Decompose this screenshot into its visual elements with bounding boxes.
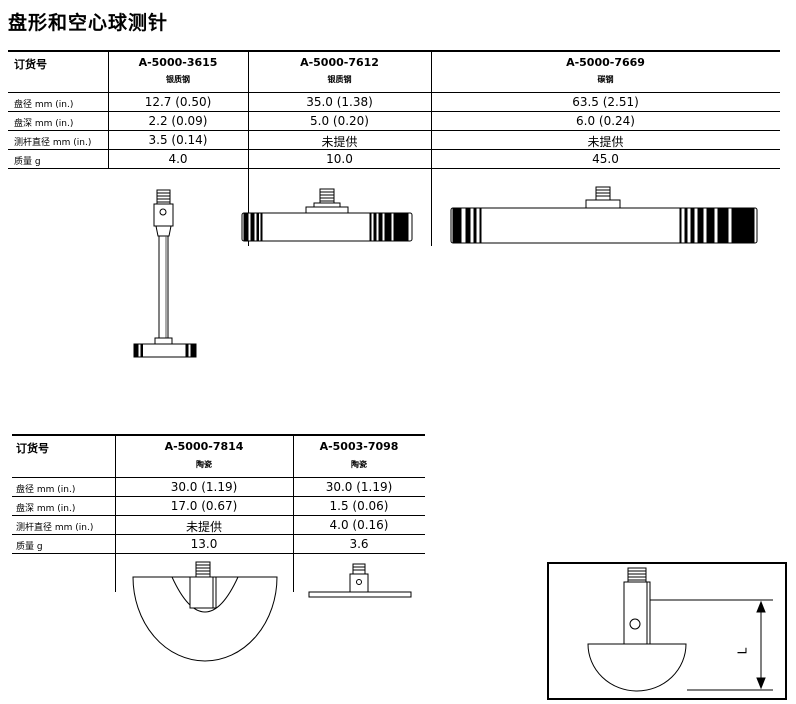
row-rule: [8, 149, 780, 150]
table-cell: 3.6: [349, 537, 369, 551]
product-code: A-5000-7669: [566, 56, 645, 69]
col-divider: [115, 436, 116, 592]
row-label: 盘深 mm (in.): [14, 119, 74, 129]
table-cell: 未提供: [587, 135, 624, 149]
row-rule: [8, 168, 780, 169]
row-rule: [8, 130, 780, 131]
dimension-label-L: L: [735, 647, 750, 655]
stylus-disc-medium-drawing: [241, 188, 413, 242]
table-cell: 3.5 (0.14): [148, 133, 208, 147]
col-divider: [293, 436, 294, 592]
stylus-disc-large-drawing: [450, 186, 758, 244]
table-cell: 10.0: [326, 152, 353, 166]
table-cell: 12.7 (0.50): [144, 95, 212, 109]
row-rule: [12, 553, 425, 554]
stylus-hollow-ball-drawing: [132, 561, 278, 662]
table-cell: 4.0: [168, 152, 188, 166]
table-cell: 63.5 (2.51): [572, 95, 639, 109]
table-cell: 30.0 (1.19): [325, 480, 393, 494]
table-cell: 30.0 (1.19): [170, 480, 238, 494]
order-number-label: 订货号: [16, 442, 49, 455]
table-cell: 13.0: [190, 537, 218, 551]
table-cell: 5.0 (0.20): [310, 114, 369, 128]
dimension-diagram-drawing: [587, 567, 773, 692]
row-rule: [12, 534, 425, 535]
col-divider: [108, 52, 109, 168]
row-label: 质量 g: [16, 542, 43, 552]
stylus-disc-small-drawing: [133, 189, 197, 358]
table-cell: 6.0 (0.24): [576, 114, 635, 128]
row-rule: [12, 477, 425, 478]
page-title: 盘形和空心球测针: [8, 12, 169, 34]
stylus-flat-disc-drawing: [308, 563, 412, 598]
table-cell: 未提供: [185, 520, 222, 534]
table-cell: 未提供: [321, 135, 358, 149]
row-rule: [12, 515, 425, 516]
row-label: 测杆直径 mm (in.): [16, 523, 94, 533]
product-code: A-5000-7814: [164, 440, 244, 453]
row-rule: [8, 111, 780, 112]
table-top-rule: [8, 50, 780, 52]
material-label: 银质钢: [166, 75, 190, 84]
row-label: 测杆直径 mm (in.): [14, 138, 92, 148]
table-cell: 1.5 (0.06): [329, 499, 389, 513]
material-label: 陶瓷: [351, 460, 367, 469]
material-label: 碳钢: [597, 75, 614, 84]
material-label: 陶瓷: [196, 460, 212, 469]
table-cell: 17.0 (0.67): [170, 499, 238, 513]
table-cell: 45.0: [592, 152, 619, 166]
table-cell: 2.2 (0.09): [148, 114, 208, 128]
product-code: A-5003-7098: [319, 440, 399, 453]
product-code: A-5000-3615: [138, 56, 218, 69]
table-cell: 4.0 (0.16): [329, 518, 389, 532]
row-label: 质量 g: [14, 157, 41, 167]
row-label: 盘深 mm (in.): [16, 504, 76, 514]
dimension-diagram: L: [547, 562, 787, 700]
product-code: A-5000-7612: [300, 56, 379, 69]
material-label: 银质钢: [327, 75, 352, 84]
row-rule: [8, 92, 780, 93]
order-number-label: 订货号: [14, 58, 47, 71]
table-top-rule: [12, 434, 425, 436]
table-cell: 35.0 (1.38): [306, 95, 373, 109]
row-label: 盘径 mm (in.): [16, 485, 76, 495]
row-label: 盘径 mm (in.): [14, 100, 74, 110]
row-rule: [12, 496, 425, 497]
